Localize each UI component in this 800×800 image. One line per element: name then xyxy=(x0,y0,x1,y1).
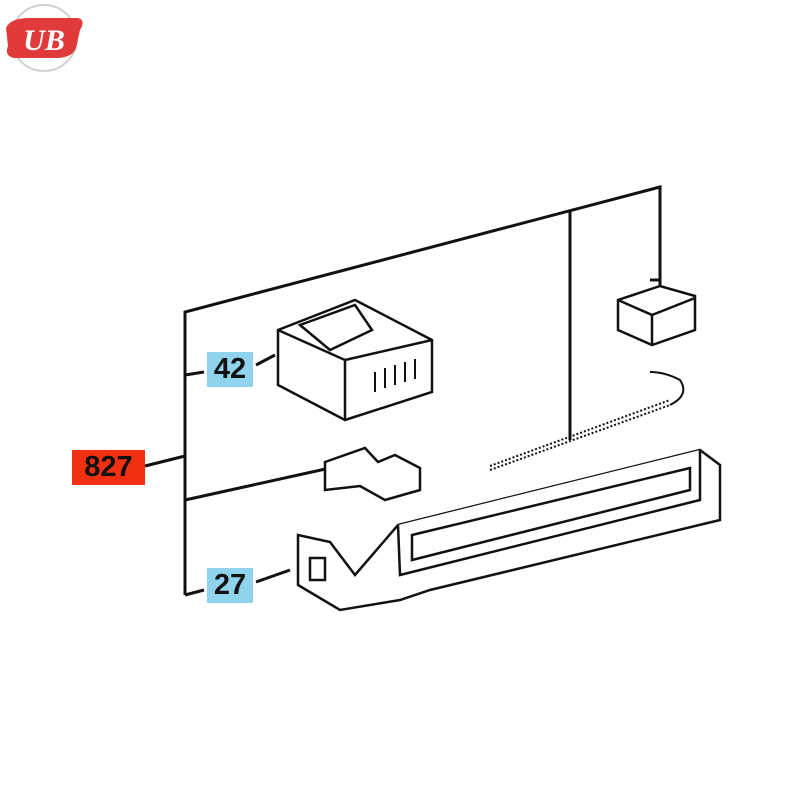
svg-text:UB: UB xyxy=(23,24,65,57)
bracket-lines xyxy=(144,185,662,597)
part-top-bracket xyxy=(616,284,697,347)
part-42-cover xyxy=(276,298,434,422)
part-clip xyxy=(323,446,422,502)
callout-42[interactable]: 42 xyxy=(207,352,253,387)
callout-27[interactable]: 27 xyxy=(207,568,253,603)
part-27-slider xyxy=(296,448,722,612)
callout-827[interactable]: 827 xyxy=(72,450,145,485)
part-spring xyxy=(489,371,685,471)
ub-logo: UB xyxy=(6,4,83,72)
